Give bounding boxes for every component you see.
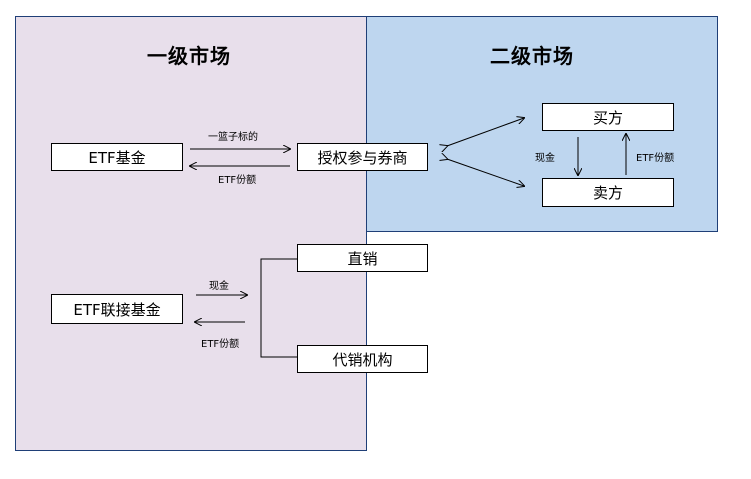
cash-label-secondary: 现金: [535, 153, 555, 164]
dealer-to-seller-arrow: [447, 159, 524, 186]
cash-label-primary: 现金: [209, 281, 229, 292]
basket-label: 一篮子标的: [208, 132, 258, 143]
primary-market-region: [15, 16, 367, 451]
seller-box: 卖方: [542, 178, 674, 207]
agency-sales-box: 代销机构: [297, 345, 428, 373]
dealer-to-buyer-arrow: [447, 118, 524, 146]
secondary-market-title: 二级市场: [490, 44, 574, 68]
etf-share-label-top: ETF份额: [218, 175, 257, 186]
buyer-box: 买方: [542, 103, 674, 131]
sales-bracket: [260, 258, 297, 358]
etf-share-label-secondary: ETF份额: [636, 153, 675, 164]
direct-sales-box: 直销: [297, 244, 428, 272]
authorized-dealer-box: 授权参与券商: [297, 143, 428, 171]
etf-fund-box: ETF基金: [51, 143, 183, 171]
etf-share-label-bottom: ETF份额: [201, 339, 240, 350]
primary-market-title: 一级市场: [147, 44, 231, 68]
etf-feeder-fund-box: ETF联接基金: [51, 294, 183, 324]
